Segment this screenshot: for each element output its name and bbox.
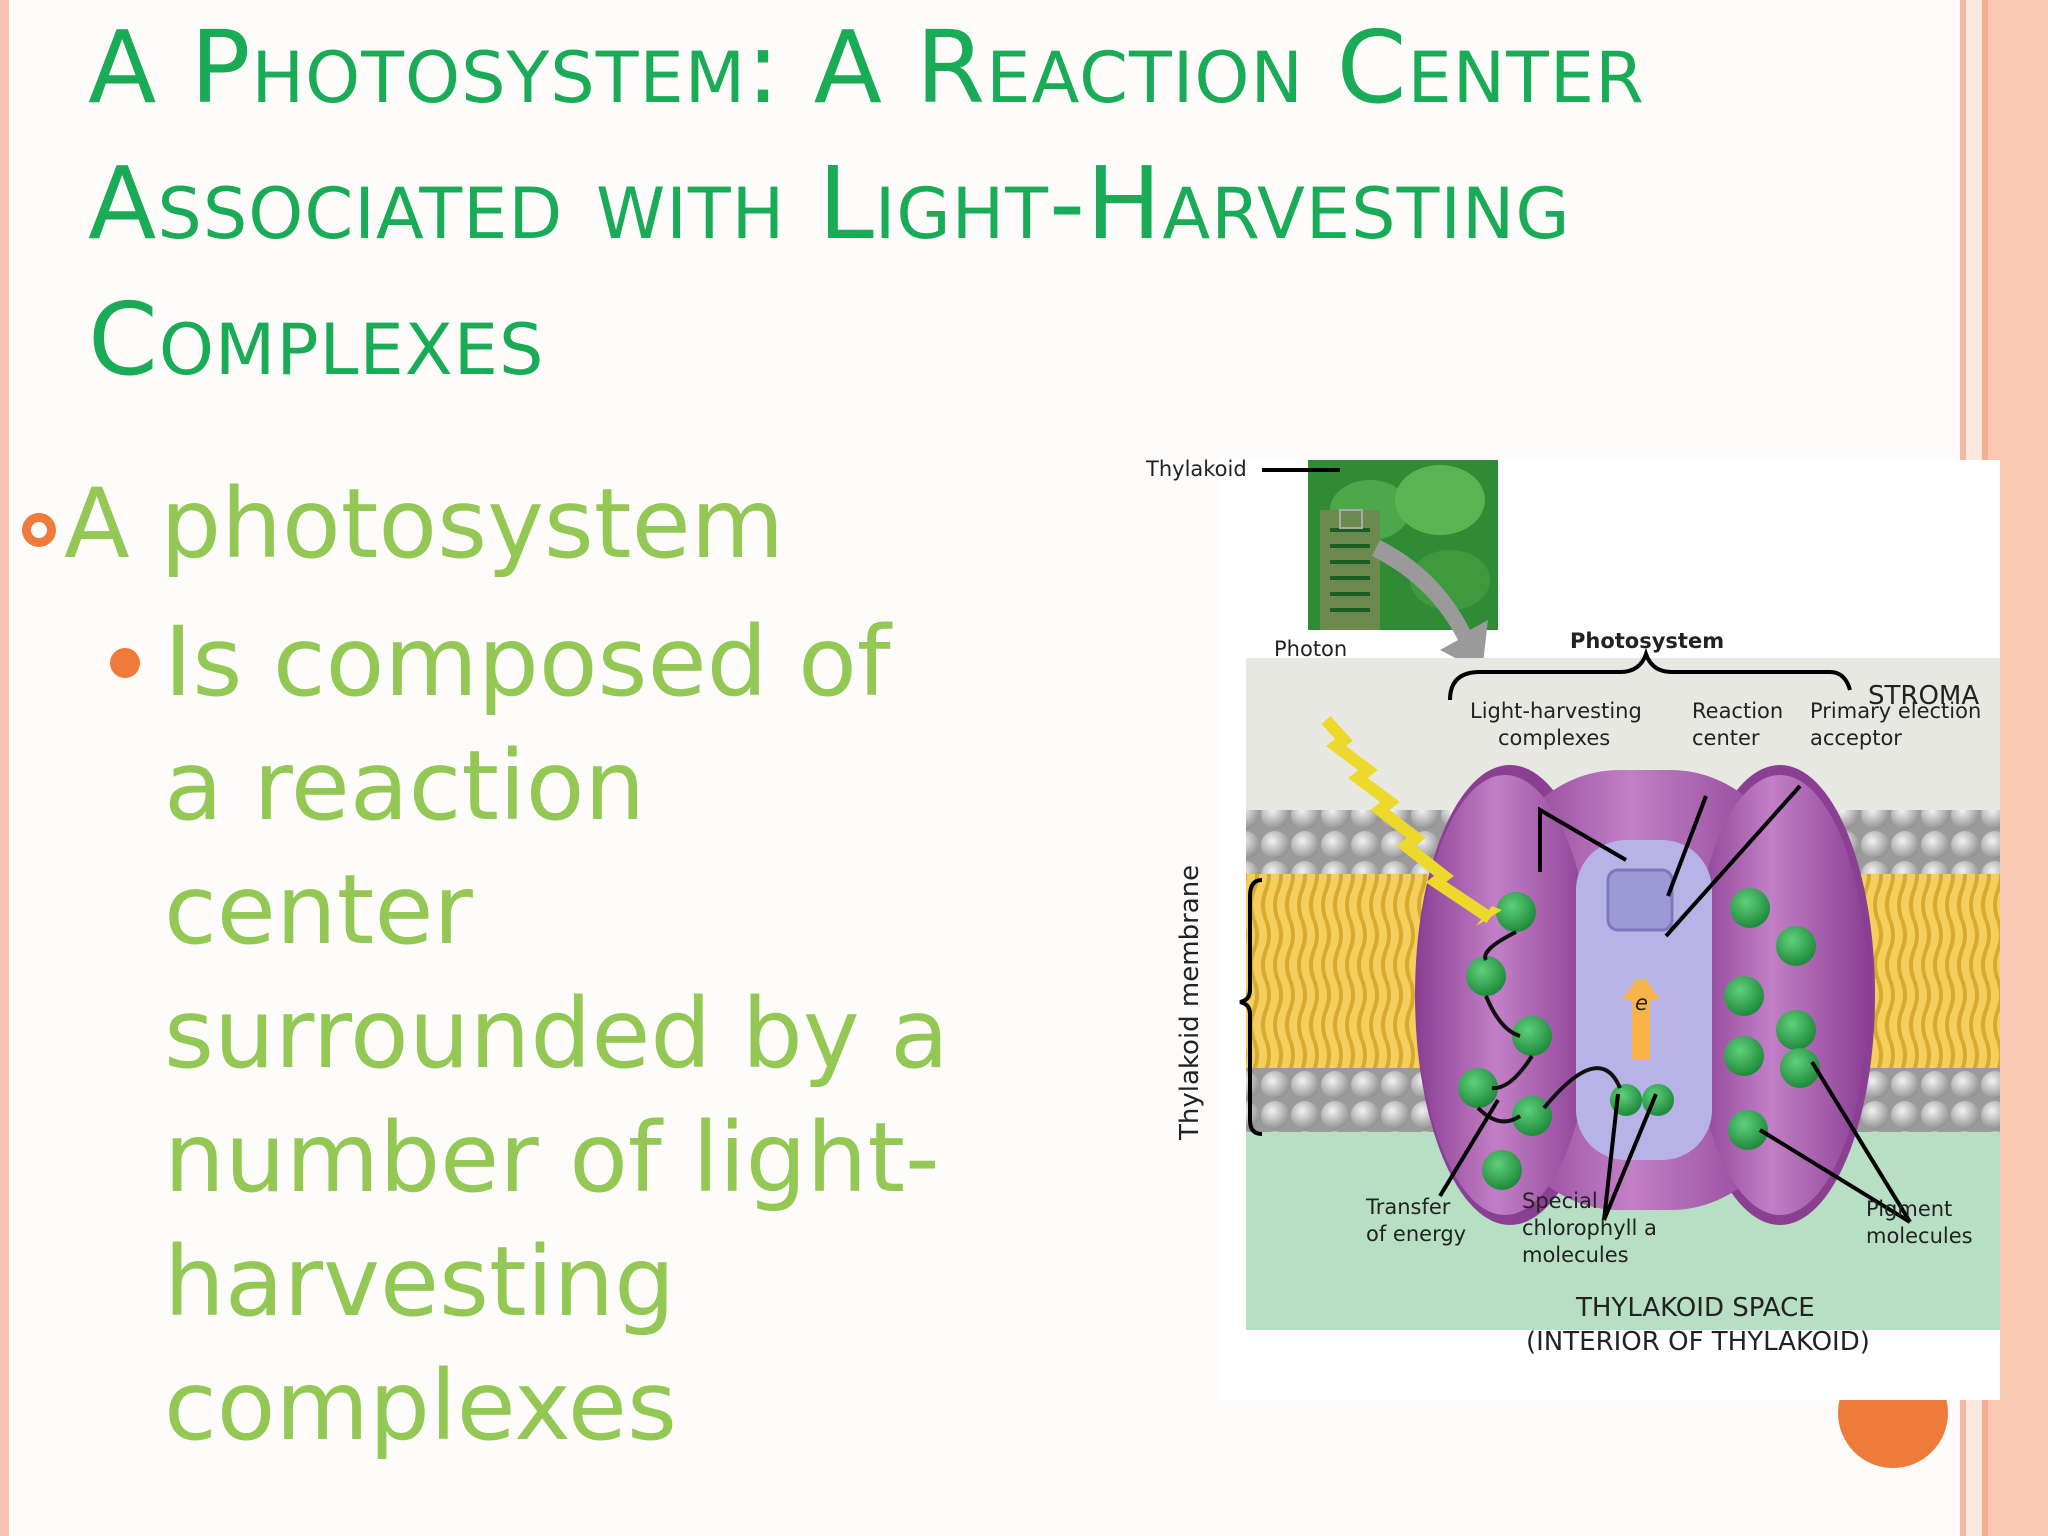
stroma-label: STROMA (1868, 681, 1979, 711)
dot-bullet-icon (110, 648, 140, 678)
pointer-lines (1438, 784, 1912, 1224)
photosystem-brace (1448, 647, 1852, 701)
electron-label: e (1635, 991, 1648, 1015)
lhc-label-line1: Light-harvesting (1470, 699, 1642, 723)
photon-zigzag (1321, 715, 1494, 923)
slide-title: A Photosystem: A Reaction Center Associa… (88, 9, 1645, 398)
zoom-arrow (1372, 540, 1488, 672)
energy-transfer-path (1476, 930, 1622, 1124)
photosystem-label: Photosystem (1570, 629, 1724, 653)
special-label-line1: Special (1522, 1189, 1598, 1213)
photon-label: Photon (1274, 637, 1347, 661)
lhc-label-line2: complexes (1498, 726, 1610, 750)
pea-label-line1: Primary election (1810, 699, 1981, 723)
thylakoid-inset-image (1308, 460, 1498, 630)
membrane-brace (1239, 878, 1263, 1136)
rc-label-line1: Reaction (1692, 699, 1783, 723)
bullet-level-2: Is composed of a reaction center surroun… (110, 600, 964, 1468)
rc-label-line2: center (1692, 726, 1760, 750)
bullet-2-text: Is composed of a reaction center surroun… (164, 606, 949, 1462)
pigment-label-line2: molecules (1866, 1224, 1973, 1248)
space-label-line2: (INTERIOR OF THYLAKOID) (1526, 1327, 1870, 1357)
ring-bullet-icon (22, 513, 56, 547)
bullet-1-text: A photosystem (64, 468, 785, 580)
pigment-label-line1: Pigment (1866, 1197, 1952, 1221)
transfer-label-line1: Transfer (1365, 1195, 1451, 1219)
left-border (0, 0, 9, 1536)
pea-label-line2: acceptor (1810, 726, 1902, 750)
photosystem-diagram: Thylakoid e (1145, 457, 2000, 1400)
chlorophyll-molecules (1458, 888, 1820, 1190)
primary-acceptor-shape (1606, 868, 1674, 932)
electron-arrow (1622, 980, 1660, 1060)
special-label-line2: chlorophyll a (1522, 1216, 1657, 1240)
transfer-label-line2: of energy (1366, 1222, 1466, 1246)
bullet-level-1: A photosystem (22, 464, 1122, 584)
thylakoid-membrane-label: Thylakoid membrane (1175, 865, 1205, 1141)
thylakoid-label: Thylakoid (1145, 457, 1247, 481)
space-label-line1: THYLAKOID SPACE (1575, 1293, 1815, 1323)
special-label-line3: molecules (1522, 1243, 1629, 1267)
